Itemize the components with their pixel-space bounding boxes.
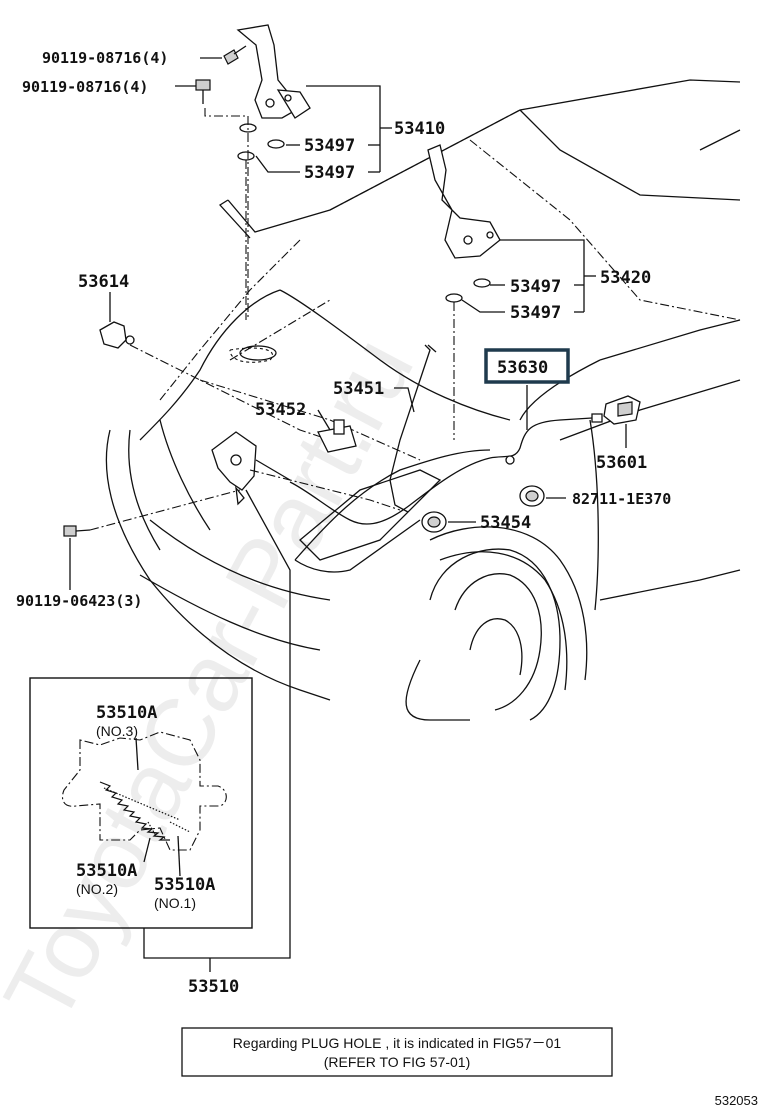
label-cushion-1: 53497 [304,136,355,156]
label-grommet: 82711-1E370 [572,490,671,508]
cushion-2-icon [237,151,255,161]
note-line-2: (REFER TO FIG 57-01) [324,1054,471,1070]
leader-lines [69,57,627,972]
bolt-c-icon [63,525,91,537]
watermark-text: ToyotaCar-Part.ru [0,321,434,1040]
plug-hole-note: Regarding PLUG HOLE , it is indicated in… [181,1027,613,1077]
watermark: ToyotaCar-Part.ru [0,321,434,1040]
label-hinge-lh: 53420 [600,268,651,288]
label-cushion-4: 53497 [510,303,561,323]
note-line-1: Regarding PLUG HOLE , it is indicated in… [233,1035,562,1051]
label-spring-no3-sub: (NO.3) [96,723,138,739]
label-cushion-2: 53497 [304,163,355,183]
rod-holder-icon [421,511,447,533]
hood-hinge-lh [427,144,501,259]
spring-no1-icon [169,821,191,833]
label-spring-no3: 53510A [96,703,157,723]
label-spring-no1-sub: (NO.1) [154,895,196,911]
label-rod-holder: 53454 [480,513,531,533]
lock-control-cable-icon [289,413,603,525]
label-spring-no2: 53510A [76,861,137,881]
support-rod-holder-icon [99,321,135,349]
label-support-rod-holder: 53614 [78,272,129,292]
striker-icon [317,419,357,453]
label-lock-control-cable: 53630 [497,358,548,378]
label-bolt-c: 90119-06423(3) [16,592,142,610]
label-hinge-rh: 53410 [394,119,445,139]
spring-no2-icon [147,821,157,837]
spring-detail-box: 53510A (NO.3) 53510A (NO.2) 53510A (NO.1… [29,677,253,929]
hood-lock-icon [211,431,291,506]
part-labels: 90119-08716(4) 90119-08716(4) 53410 5349… [16,49,671,997]
label-spring-no2-sub: (NO.2) [76,881,118,897]
label-lock-assy: 53510 [188,977,239,997]
bolt-a-icon [223,45,247,65]
label-spring-no1: 53510A [154,875,215,895]
spring-no3-icon [99,781,170,841]
bolt-b-icon [195,79,211,104]
support-rod-icon [389,344,437,513]
release-lever-icon [603,395,641,425]
label-release-lever: 53601 [596,453,647,473]
car-body-outline [105,79,741,721]
figure-reference: 532053 [715,1093,758,1108]
hood-hinge-rh [236,24,311,119]
grommet-icon [519,485,545,507]
label-support-rod: 53451 [333,379,384,399]
cushion-4-icon [445,293,463,303]
label-striker: 53452 [255,400,306,420]
highlight-box-53630 [484,348,570,384]
label-bolt-b: 90119-08716(4) [22,78,148,96]
cushion-3-icon [473,278,491,288]
cushion-1b-icon [267,139,285,149]
label-cushion-3: 53497 [510,277,561,297]
label-bolt-a: 90119-08716(4) [42,49,168,67]
